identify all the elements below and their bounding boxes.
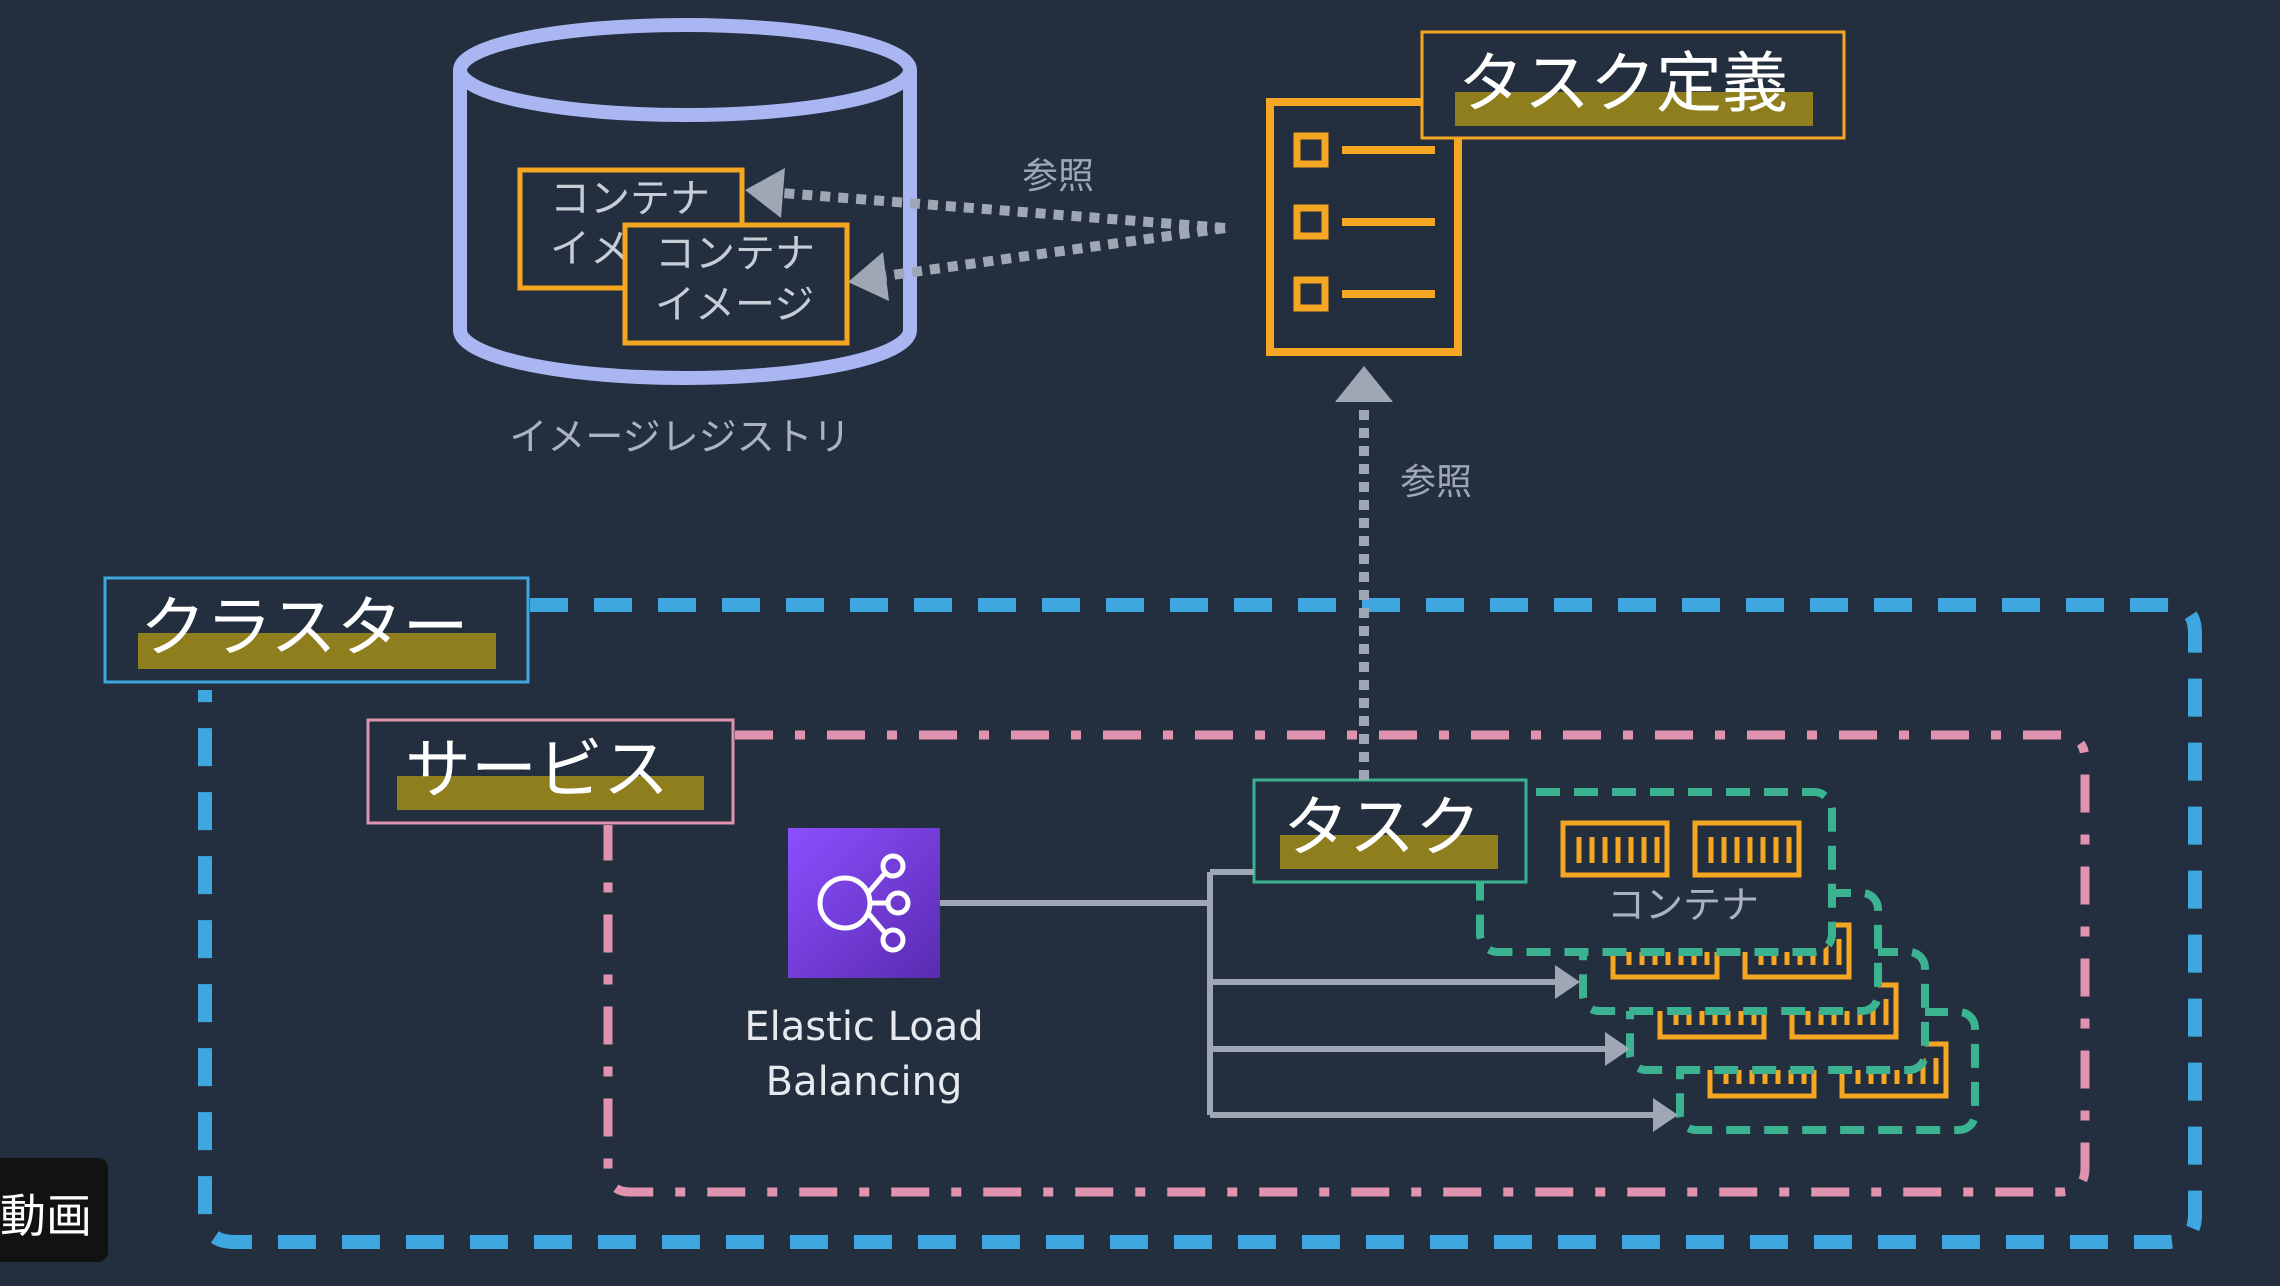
reference-arrowhead-lower — [848, 252, 889, 301]
elb-label-line2: Balancing — [766, 1059, 963, 1105]
elb-connectors — [940, 869, 1653, 1118]
reference-task-to-definition: 参照 — [1335, 366, 1472, 780]
reference-line-upper — [781, 188, 1226, 233]
elb-arrowhead-task-3 — [1653, 1098, 1678, 1132]
load-balancer-icon — [817, 853, 911, 953]
reference-label-top: 参照 — [1022, 156, 1094, 197]
overlay-badge: 動画 — [0, 1158, 108, 1262]
service-highlight — [397, 776, 704, 810]
elb-icon-background — [788, 828, 940, 978]
elastic-load-balancing: Elastic Load Balancing — [744, 828, 984, 1105]
task-definition-title: タスク定義 — [1458, 45, 1788, 122]
task-instance-front — [1476, 788, 1836, 956]
container-image-front-line1: コンテナ — [655, 231, 815, 277]
reference-label-side: 参照 — [1400, 462, 1472, 503]
registry-cylinder-body — [453, 70, 917, 385]
service: サービス — [366, 718, 2090, 1197]
elb-arrowhead-task-2 — [1605, 1032, 1630, 1066]
reference-arrowhead-upper — [745, 168, 785, 218]
elb-arrowhead-task-1 — [1555, 965, 1580, 999]
cluster-highlight — [138, 633, 496, 669]
container-image-back-line2: イメ — [550, 226, 630, 272]
task-highlight — [1280, 835, 1498, 869]
container-image-front — [622, 222, 850, 346]
cluster-title: クラスター — [140, 589, 469, 666]
cluster: クラスター — [103, 576, 2202, 1249]
reference-arrows-to-images: 参照 — [745, 156, 1226, 301]
task-definition: タスク定義 — [1266, 30, 1846, 356]
checklist-box-2 — [1293, 204, 1329, 240]
elb-label-line1: Elastic Load — [744, 1004, 983, 1050]
image-registry: コンテナ イメ コンテナ イメージ イメージレジストリ — [453, 18, 917, 459]
task-definition-highlight — [1455, 92, 1813, 126]
task-stack: コンテナ タスク — [1252, 778, 1979, 1134]
container-image-back-line1: コンテナ — [550, 176, 710, 222]
cluster-boundary — [198, 598, 2202, 1249]
reference-arrowhead-up — [1335, 366, 1393, 402]
task-title: タスク — [1283, 789, 1481, 866]
elb-arrowheads — [1555, 965, 1678, 1132]
reference-line-lower — [884, 223, 1226, 281]
registry-label: イメージレジストリ — [509, 415, 850, 459]
overlay-badge-text: 動画 — [0, 1189, 92, 1243]
checklist-box-3 — [1293, 276, 1329, 312]
checklist-box-1 — [1293, 132, 1329, 168]
service-title: サービス — [405, 731, 669, 808]
container-label: コンテナ — [1607, 883, 1759, 927]
container-image-front-line2: イメージ — [655, 282, 814, 328]
registry-cylinder-top — [453, 18, 917, 122]
